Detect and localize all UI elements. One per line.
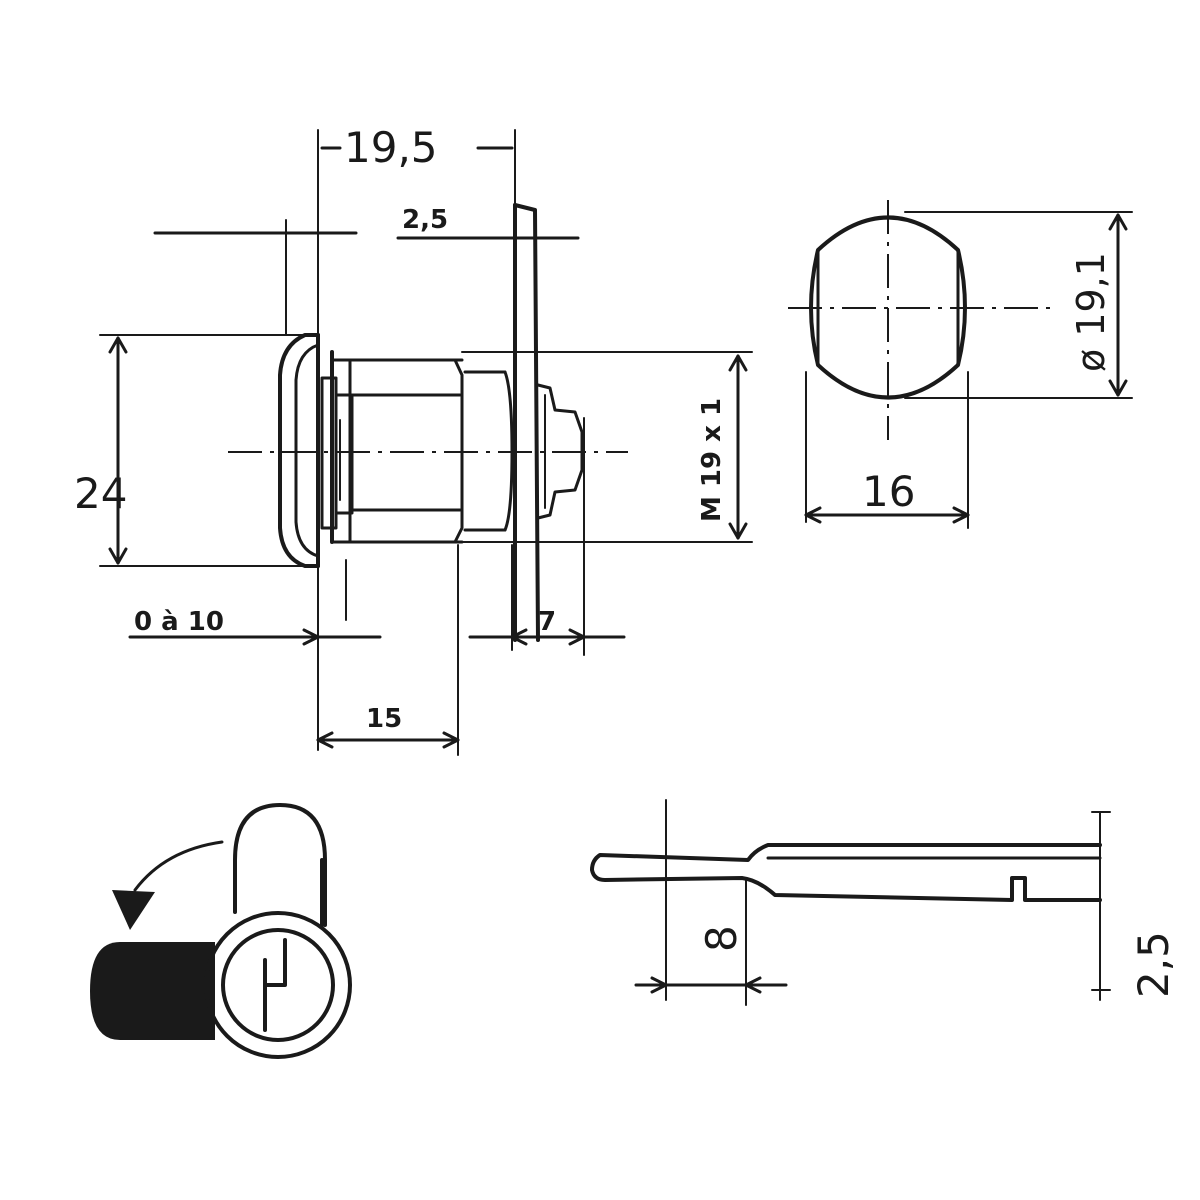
dim-flat-width: 16	[862, 467, 915, 516]
side-view: 19,5 2,5 24 M 19 x 1 0 à 10 7 15	[74, 123, 753, 756]
dim-overall-length: 19,5	[344, 123, 438, 172]
key-cylinder-icon	[204, 911, 352, 1059]
cam-flange	[513, 203, 540, 642]
dim-cam-thickness: 2,5	[1129, 931, 1178, 998]
cam-view: 8 2,5	[590, 799, 1178, 1006]
keyway	[263, 938, 287, 1032]
dim-height: 24	[74, 469, 127, 518]
dim-body-length: 15	[366, 704, 402, 734]
dim-cam-width: 8	[697, 925, 746, 952]
rotation-arrow-icon	[133, 840, 224, 892]
dim-thread: M 19 x 1	[697, 398, 727, 522]
padlock-icon	[233, 803, 327, 927]
dim-panel-range: 0 à 10	[134, 607, 224, 637]
front-view: ø 19,1 16	[788, 200, 1133, 529]
dim-spigot: 7	[538, 607, 556, 637]
lock-body-shadow	[90, 942, 215, 1040]
dim-diameter: ø 19,1	[1069, 252, 1113, 372]
dim-flange-thickness: 2,5	[402, 205, 448, 235]
operation-illustration	[90, 803, 352, 1059]
lock-head	[278, 333, 320, 568]
cam-plate	[590, 843, 1102, 902]
shaft-end	[536, 383, 584, 520]
